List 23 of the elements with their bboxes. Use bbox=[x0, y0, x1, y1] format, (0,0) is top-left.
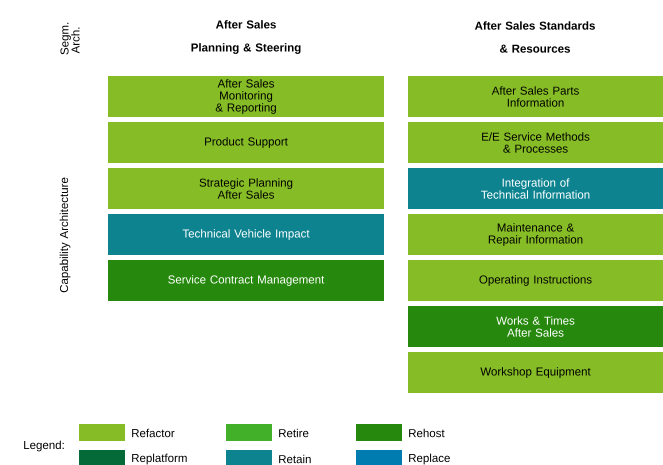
legend-label: Retain bbox=[279, 454, 311, 464]
capability-box: Product Support bbox=[108, 122, 384, 163]
legend-label: Rehost bbox=[409, 428, 445, 438]
rotated-heading: Capability Architecture bbox=[60, 178, 70, 292]
legend-label: Replace bbox=[409, 454, 450, 464]
column-heading: After Sales Planning & Steering bbox=[192, 20, 300, 54]
legend-label: Refactor bbox=[132, 428, 174, 438]
legend-label: Replatform bbox=[132, 454, 187, 464]
capability-box: Strategic Planning After Sales bbox=[108, 168, 384, 209]
capability-box: After Sales Parts Information bbox=[408, 76, 663, 117]
legend-label: Retire bbox=[279, 428, 308, 438]
capability-box: After Sales Monitoring & Reporting bbox=[108, 76, 384, 117]
capability-box: Workshop Equipment bbox=[408, 352, 663, 393]
capability-box: Operating Instructions bbox=[408, 260, 663, 301]
rotated-heading: Segm. Arch. bbox=[60, 22, 80, 54]
capability-box: Maintenance & Repair Information bbox=[408, 214, 663, 255]
capability-box: Works & Times After Sales bbox=[408, 306, 663, 347]
capability-box: Technical Vehicle Impact bbox=[108, 214, 384, 255]
capability-box: E/E Service Methods & Processes bbox=[408, 122, 663, 163]
legend-title: Legend: bbox=[24, 440, 64, 452]
capability-box: Service Contract Management bbox=[108, 260, 384, 301]
capability-box: Integration of Technical Information bbox=[408, 168, 663, 209]
column-heading: After Sales Standards & Resources bbox=[474, 21, 595, 53]
